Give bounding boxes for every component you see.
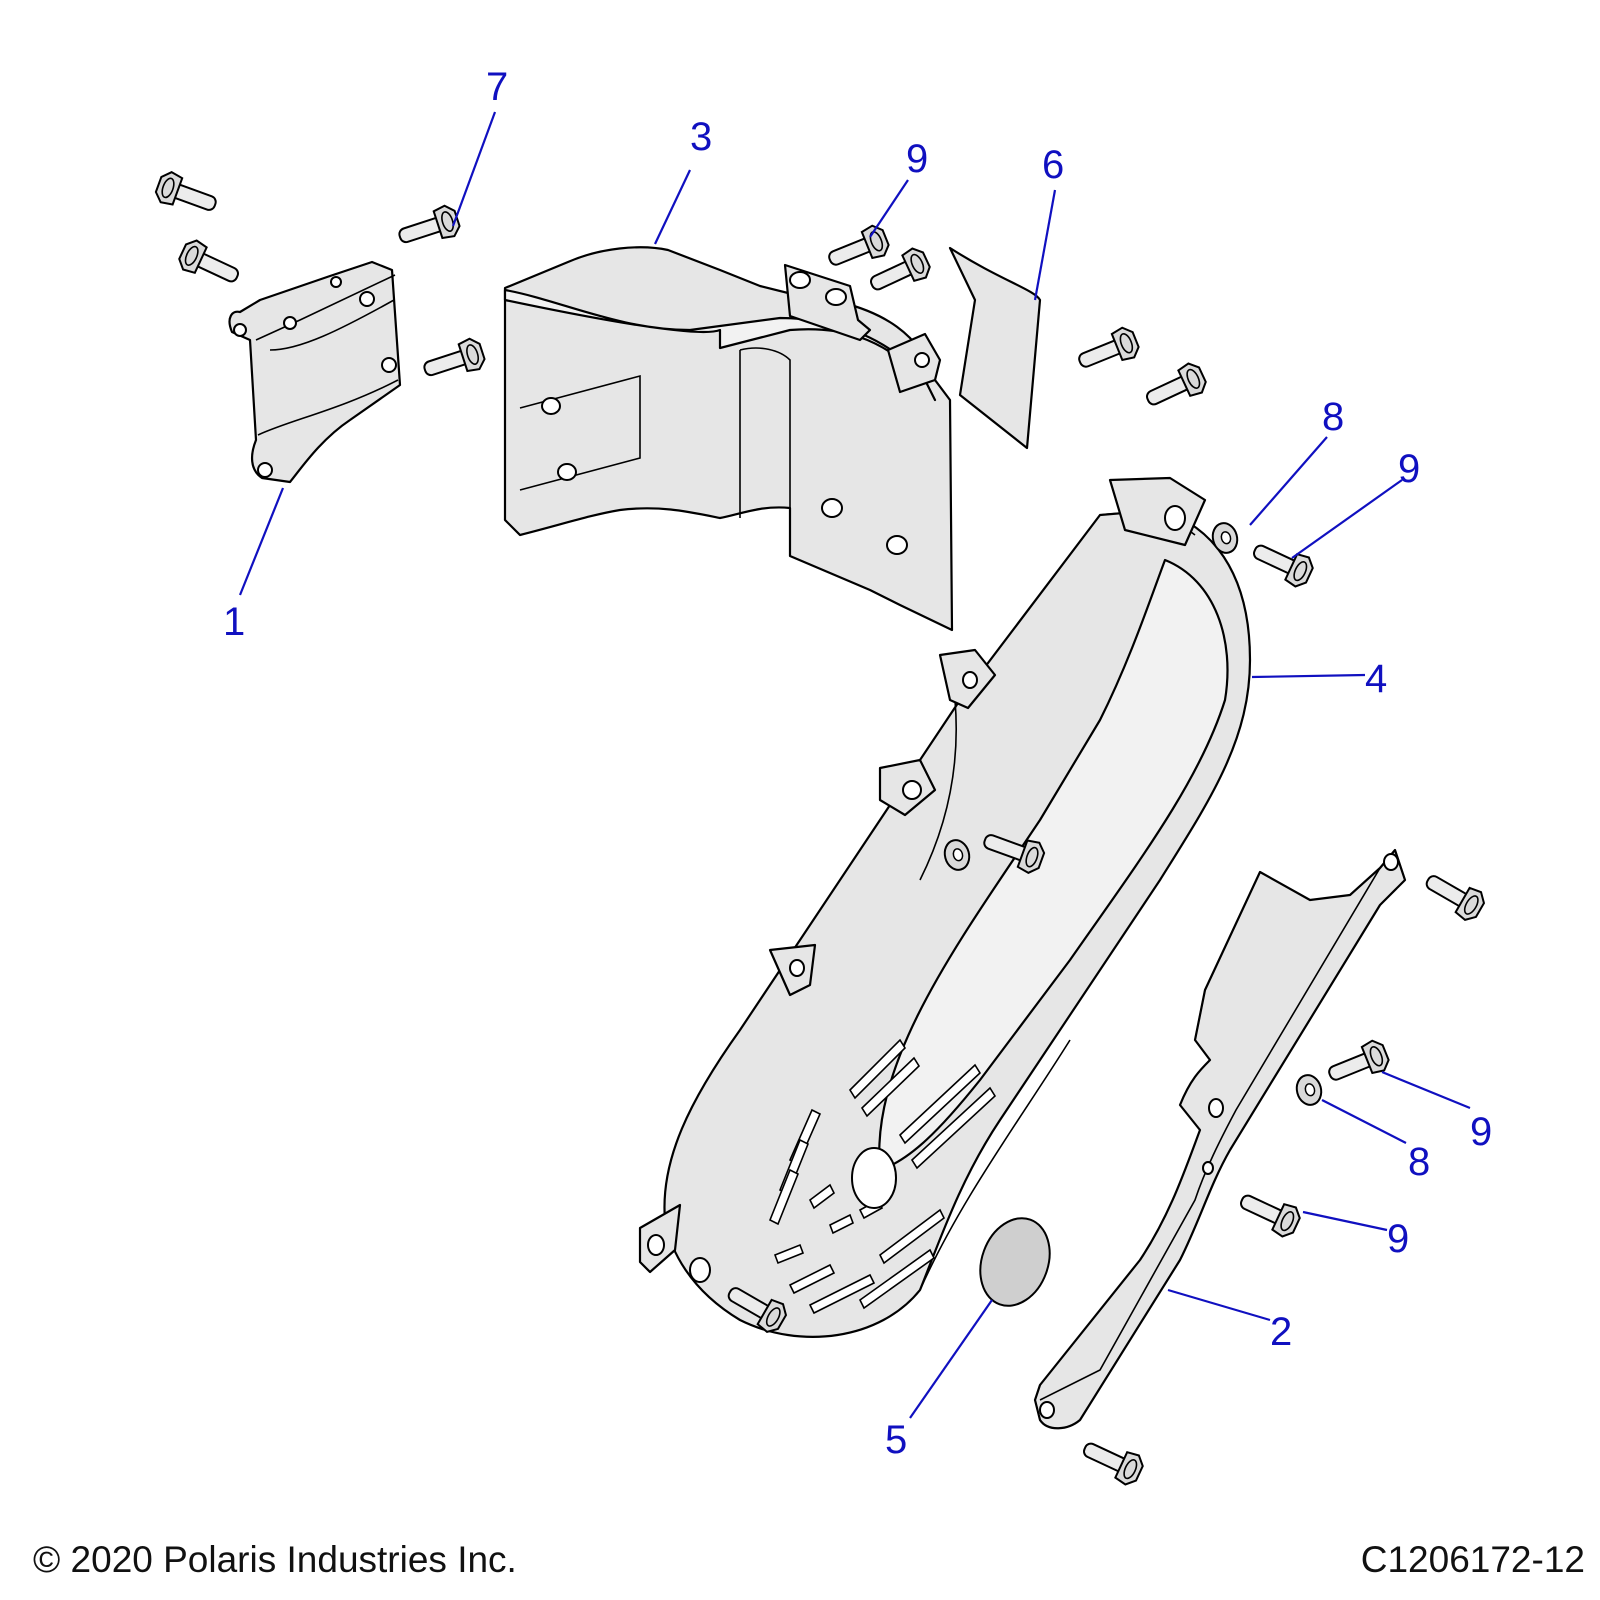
callout-labels: 7 3 9 6 8 9 1 4 9 8 9 2 5 — [223, 65, 1492, 1462]
callout-8: 8 — [1322, 395, 1344, 439]
part-5-plug — [979, 1217, 1051, 1307]
callout-5: 5 — [885, 1418, 907, 1462]
callout-3: 3 — [690, 115, 712, 159]
leader-lines — [238, 111, 1471, 1419]
part-4-clutch-cover — [638, 476, 1252, 1338]
part-1-bracket — [228, 260, 402, 484]
part-4-vent-slots — [768, 1038, 997, 1315]
callout-9: 9 — [1398, 447, 1420, 491]
copyright-text: © 2020 Polaris Industries Inc. — [33, 1539, 517, 1580]
callout-7: 7 — [486, 65, 508, 109]
callout-9: 9 — [1470, 1110, 1492, 1154]
callout-8: 8 — [1408, 1140, 1430, 1184]
drawing-number: C1206172-12 — [1361, 1539, 1585, 1580]
part-3-upper-shield — [503, 246, 954, 632]
callout-9: 9 — [1387, 1217, 1409, 1261]
callout-9: 9 — [906, 137, 928, 181]
callout-1: 1 — [223, 600, 245, 644]
part-6-heat-pad — [948, 246, 1042, 450]
part-2-lower-guard — [1033, 848, 1407, 1430]
callout-2: 2 — [1270, 1310, 1292, 1354]
callout-4: 4 — [1365, 657, 1387, 701]
callout-6: 6 — [1042, 143, 1064, 187]
